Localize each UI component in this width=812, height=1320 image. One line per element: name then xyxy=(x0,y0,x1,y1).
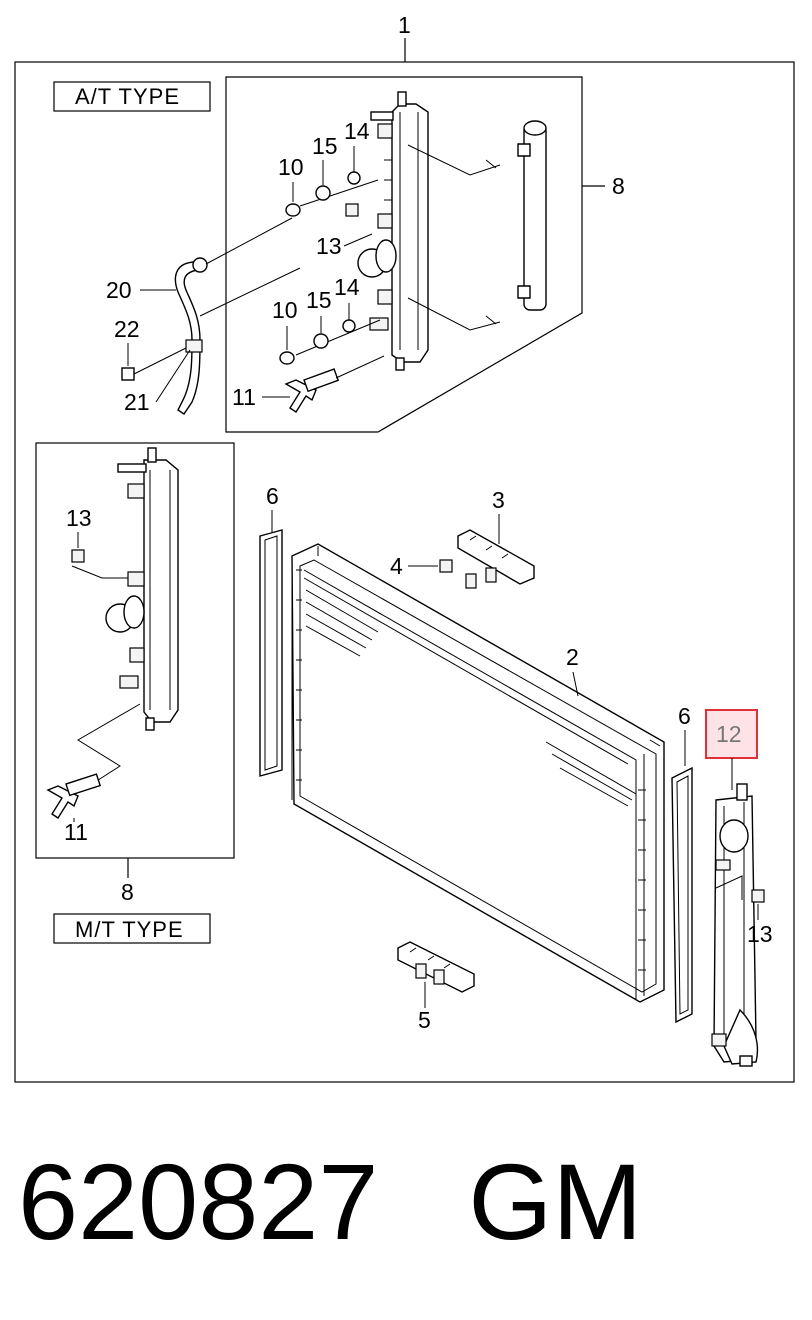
label-plug-at-lower: 10 xyxy=(272,297,298,323)
bracket-upper xyxy=(457,529,535,589)
label-radiator-core: 2 xyxy=(566,644,579,670)
label-plug-at-upper: 10 xyxy=(278,154,304,180)
label-clip-at: 13 xyxy=(316,233,342,259)
seal-left xyxy=(259,529,283,777)
label-bracket-lower: 5 xyxy=(418,1007,431,1033)
label-assembly: 1 xyxy=(398,12,411,38)
label-drain-cock-at: 11 xyxy=(232,384,256,410)
at-inset-frame xyxy=(225,76,583,433)
label-washer-at-upper: 15 xyxy=(312,133,338,159)
at-hose-clamp xyxy=(185,339,203,353)
bracket-lower xyxy=(397,941,475,993)
at-lower-fittings xyxy=(279,319,381,365)
at-hose xyxy=(174,217,301,415)
label-clip-mt: 13 xyxy=(66,505,92,531)
right-clip xyxy=(751,889,765,903)
label-hose-clamp: 21 xyxy=(124,389,150,415)
label-bracket-upper: 3 xyxy=(492,487,505,513)
label-seal-right: 6 xyxy=(678,703,691,729)
at-bolt xyxy=(121,347,187,381)
radiator-core xyxy=(291,543,665,1003)
at-cooler-pipe xyxy=(407,120,547,331)
mt-type-label: M/T TYPE xyxy=(75,917,184,942)
label-bolt: 22 xyxy=(114,316,140,342)
label-tank-mt: 8 xyxy=(121,879,134,905)
at-upper-fittings xyxy=(285,171,379,217)
highlight-callout: 12 xyxy=(705,709,758,759)
at-drain-cock xyxy=(284,355,385,413)
at-tank xyxy=(357,91,429,371)
label-seal-left: 6 xyxy=(266,483,279,509)
right-tank xyxy=(711,783,759,1067)
label-clip-right: 13 xyxy=(747,921,773,947)
label-tank-highlighted: 12 xyxy=(716,721,742,747)
seal-right xyxy=(671,766,693,1024)
label-washer-at-lower: 15 xyxy=(306,287,332,313)
label-clip: 4 xyxy=(390,553,403,579)
label-hose: 20 xyxy=(106,277,132,303)
at-type-box: A/T TYPE xyxy=(53,81,211,112)
mt-clip xyxy=(71,549,128,579)
at-type-label: A/T TYPE xyxy=(75,84,180,109)
label-tank-at: 8 xyxy=(612,173,625,199)
mt-type-box: M/T TYPE xyxy=(53,913,211,944)
label-ring-at-upper: 14 xyxy=(344,118,370,144)
mt-tank xyxy=(105,447,179,731)
label-drain-cock-mt: 11 xyxy=(64,819,88,845)
mt-inset-frame xyxy=(35,442,235,859)
clip-part xyxy=(439,559,453,573)
main-frame xyxy=(14,38,795,1083)
mt-drain-cock xyxy=(46,703,141,819)
part-number-text: 620827 GM xyxy=(18,1141,643,1262)
label-ring-at-lower: 14 xyxy=(334,274,360,300)
